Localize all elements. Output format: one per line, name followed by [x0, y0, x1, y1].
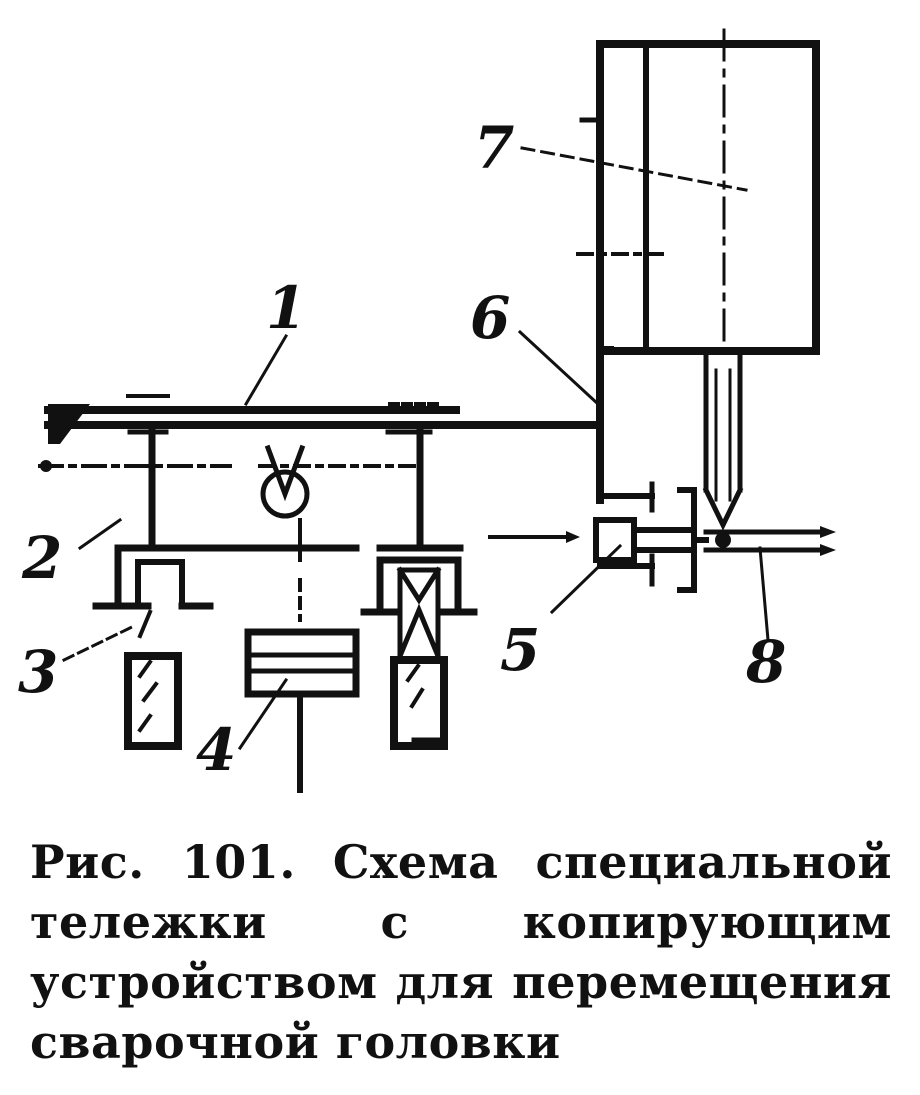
left-rail [124, 652, 182, 750]
callout-8: 8 [745, 628, 786, 696]
callout-6: 6 [470, 284, 510, 352]
horizontal-beam [44, 394, 604, 444]
carriage-frame [38, 428, 464, 552]
callout-5: 5 [500, 616, 540, 684]
right-rail [390, 656, 448, 750]
callout-2: 2 [21, 524, 62, 592]
callout-1: 1 [266, 274, 306, 342]
electrode-nozzle [702, 348, 744, 548]
feed-arrow [488, 531, 580, 543]
welding-head-body [576, 28, 820, 355]
callout-4: 4 [196, 716, 236, 784]
drive-unit [593, 481, 709, 593]
leader-lines [61, 146, 770, 751]
diagram-svg: 1 2 3 4 5 6 7 8 [18, 28, 836, 793]
figure-caption: Рис. 101. Схема специальной тележки с ко… [30, 835, 892, 1069]
copying-roller [260, 444, 310, 562]
right-wheel [360, 556, 478, 660]
copier-template [244, 578, 360, 793]
diagram: 1 2 3 4 5 6 7 8 [18, 28, 836, 793]
left-wheel [92, 544, 214, 639]
workpiece-line [703, 526, 836, 556]
callout-7: 7 [474, 114, 514, 182]
callout-3: 3 [18, 638, 58, 706]
